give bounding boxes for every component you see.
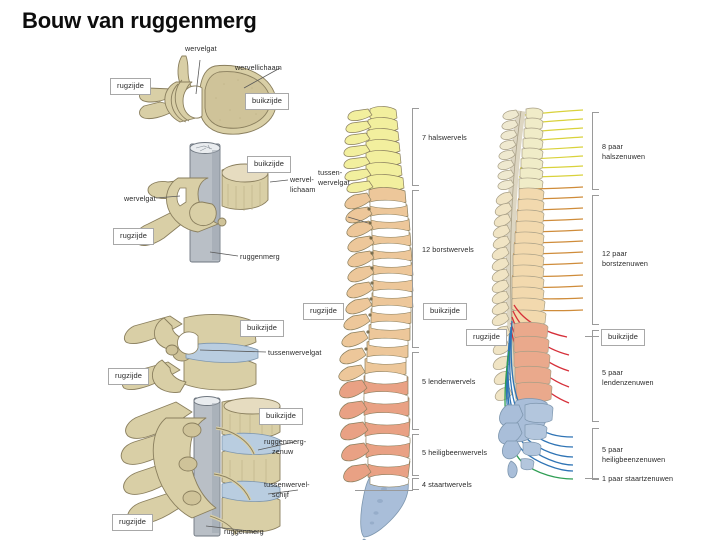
label-lendenwervels: 5 lendenwervels — [422, 377, 476, 386]
bracket-lendenwervels — [412, 352, 419, 430]
label-wervelgat-fig1: wervelgat — [185, 44, 217, 53]
label-lendenzenuwen-line1: 5 paar — [602, 368, 623, 377]
label-wervellichaam-fig1: wervellichaam — [235, 63, 282, 72]
label-rugzijde-nerve: rugzijde — [466, 329, 508, 346]
label-rugzijde-fig1: rugzijde — [110, 78, 152, 95]
tick-buikzijde-nerve — [585, 336, 599, 337]
bracket-heiligbeenwervels — [412, 434, 419, 476]
bracket-halswervels — [412, 108, 419, 186]
label-tussenwervelgat-spine-line1: tussen- — [318, 168, 343, 177]
tick-staartwervels — [355, 490, 413, 491]
label-wervellichaam-fig2-line2: lichaam — [290, 185, 316, 194]
label-tussenwervelgat-spine-line2: wervelgat — [318, 178, 350, 187]
label-wervelgat-fig2: wervelgat — [124, 194, 156, 203]
vertebra-cross-section-drawing — [139, 55, 281, 135]
bracket-lendenzenuwen — [592, 330, 599, 422]
label-halszenuwen-line2: halszenuwen — [602, 152, 646, 161]
label-buikzijde-nerve: buikzijde — [601, 329, 646, 346]
label-heiligbeenzenuwen-line2: heiligbeenzenuwen — [602, 455, 666, 464]
label-ruggenmergzenuw-line2: zenuw — [272, 447, 294, 456]
tick-staartzenuwen — [585, 478, 599, 479]
label-rugzijde-fig2: rugzijde — [113, 228, 155, 245]
label-buikzijde-fig2: buikzijde — [247, 156, 292, 173]
label-halszenuwen-line1: 8 paar — [602, 142, 623, 151]
figure-vertebra-cross-section — [120, 48, 320, 148]
label-tussenwervelschijf-line1: tussenwervel- — [264, 480, 310, 489]
label-ruggenmergzenuw-line1: ruggenmerg- — [264, 437, 307, 446]
bracket-borstzenuwen — [592, 195, 599, 325]
label-borstzenuwen-line1: 12 paar — [602, 249, 628, 258]
figure-nerve-column — [491, 105, 605, 490]
spine-column-drawing — [338, 106, 414, 540]
label-heiligbeenzenuwen-line1: 5 paar — [602, 445, 623, 454]
label-rugzijde-fig4: rugzijde — [112, 514, 154, 531]
label-buikzijde-spine: buikzijde — [423, 303, 468, 320]
label-borstwervels: 12 borstwervels — [422, 245, 474, 254]
page-title: Bouw van ruggenmerg — [22, 8, 257, 33]
label-ruggenmerg-fig2: ruggenmerg — [240, 252, 280, 261]
label-wervellichaam-fig2-line1: wervel- — [290, 175, 314, 184]
label-buikzijde-fig4: buikzijde — [259, 408, 304, 425]
bracket-halszenuwen — [592, 112, 599, 190]
bracket-heiligbeenzenuwen — [592, 428, 599, 480]
label-tussenwervelgat-fig3: tussenwervelgat — [268, 348, 322, 357]
label-ruggenmerg-fig4: ruggenmerg — [224, 527, 264, 536]
label-buikzijde-fig1: buikzijde — [245, 93, 290, 110]
bracket-borstwervels — [412, 190, 419, 348]
bracket-staartwervels — [412, 478, 419, 490]
nerve-column-drawing — [491, 107, 584, 480]
figure-two-vertebrae — [120, 312, 320, 393]
label-staartwervels: 4 staartwervels — [422, 480, 472, 489]
label-heiligbeenwervels: 5 heiligbeenwervels — [422, 448, 488, 457]
label-lendenzenuwen-line2: lendenzenuwen — [602, 378, 654, 387]
two-vertebrae-drawing — [121, 314, 267, 393]
label-buikzijde-fig3: buikzijde — [240, 320, 285, 337]
label-halswervels: 7 halswervels — [422, 133, 467, 142]
label-rugzijde-fig3: rugzijde — [108, 368, 150, 385]
label-tussenwervelschijf-line2: schijf — [272, 490, 289, 499]
label-staartzenuwen: 1 paar staartzenuwen — [602, 474, 674, 483]
figure-spine-column — [338, 105, 430, 540]
label-borstzenuwen-line2: borstzenuwen — [602, 259, 648, 268]
label-rugzijde-spine: rugzijde — [303, 303, 345, 320]
